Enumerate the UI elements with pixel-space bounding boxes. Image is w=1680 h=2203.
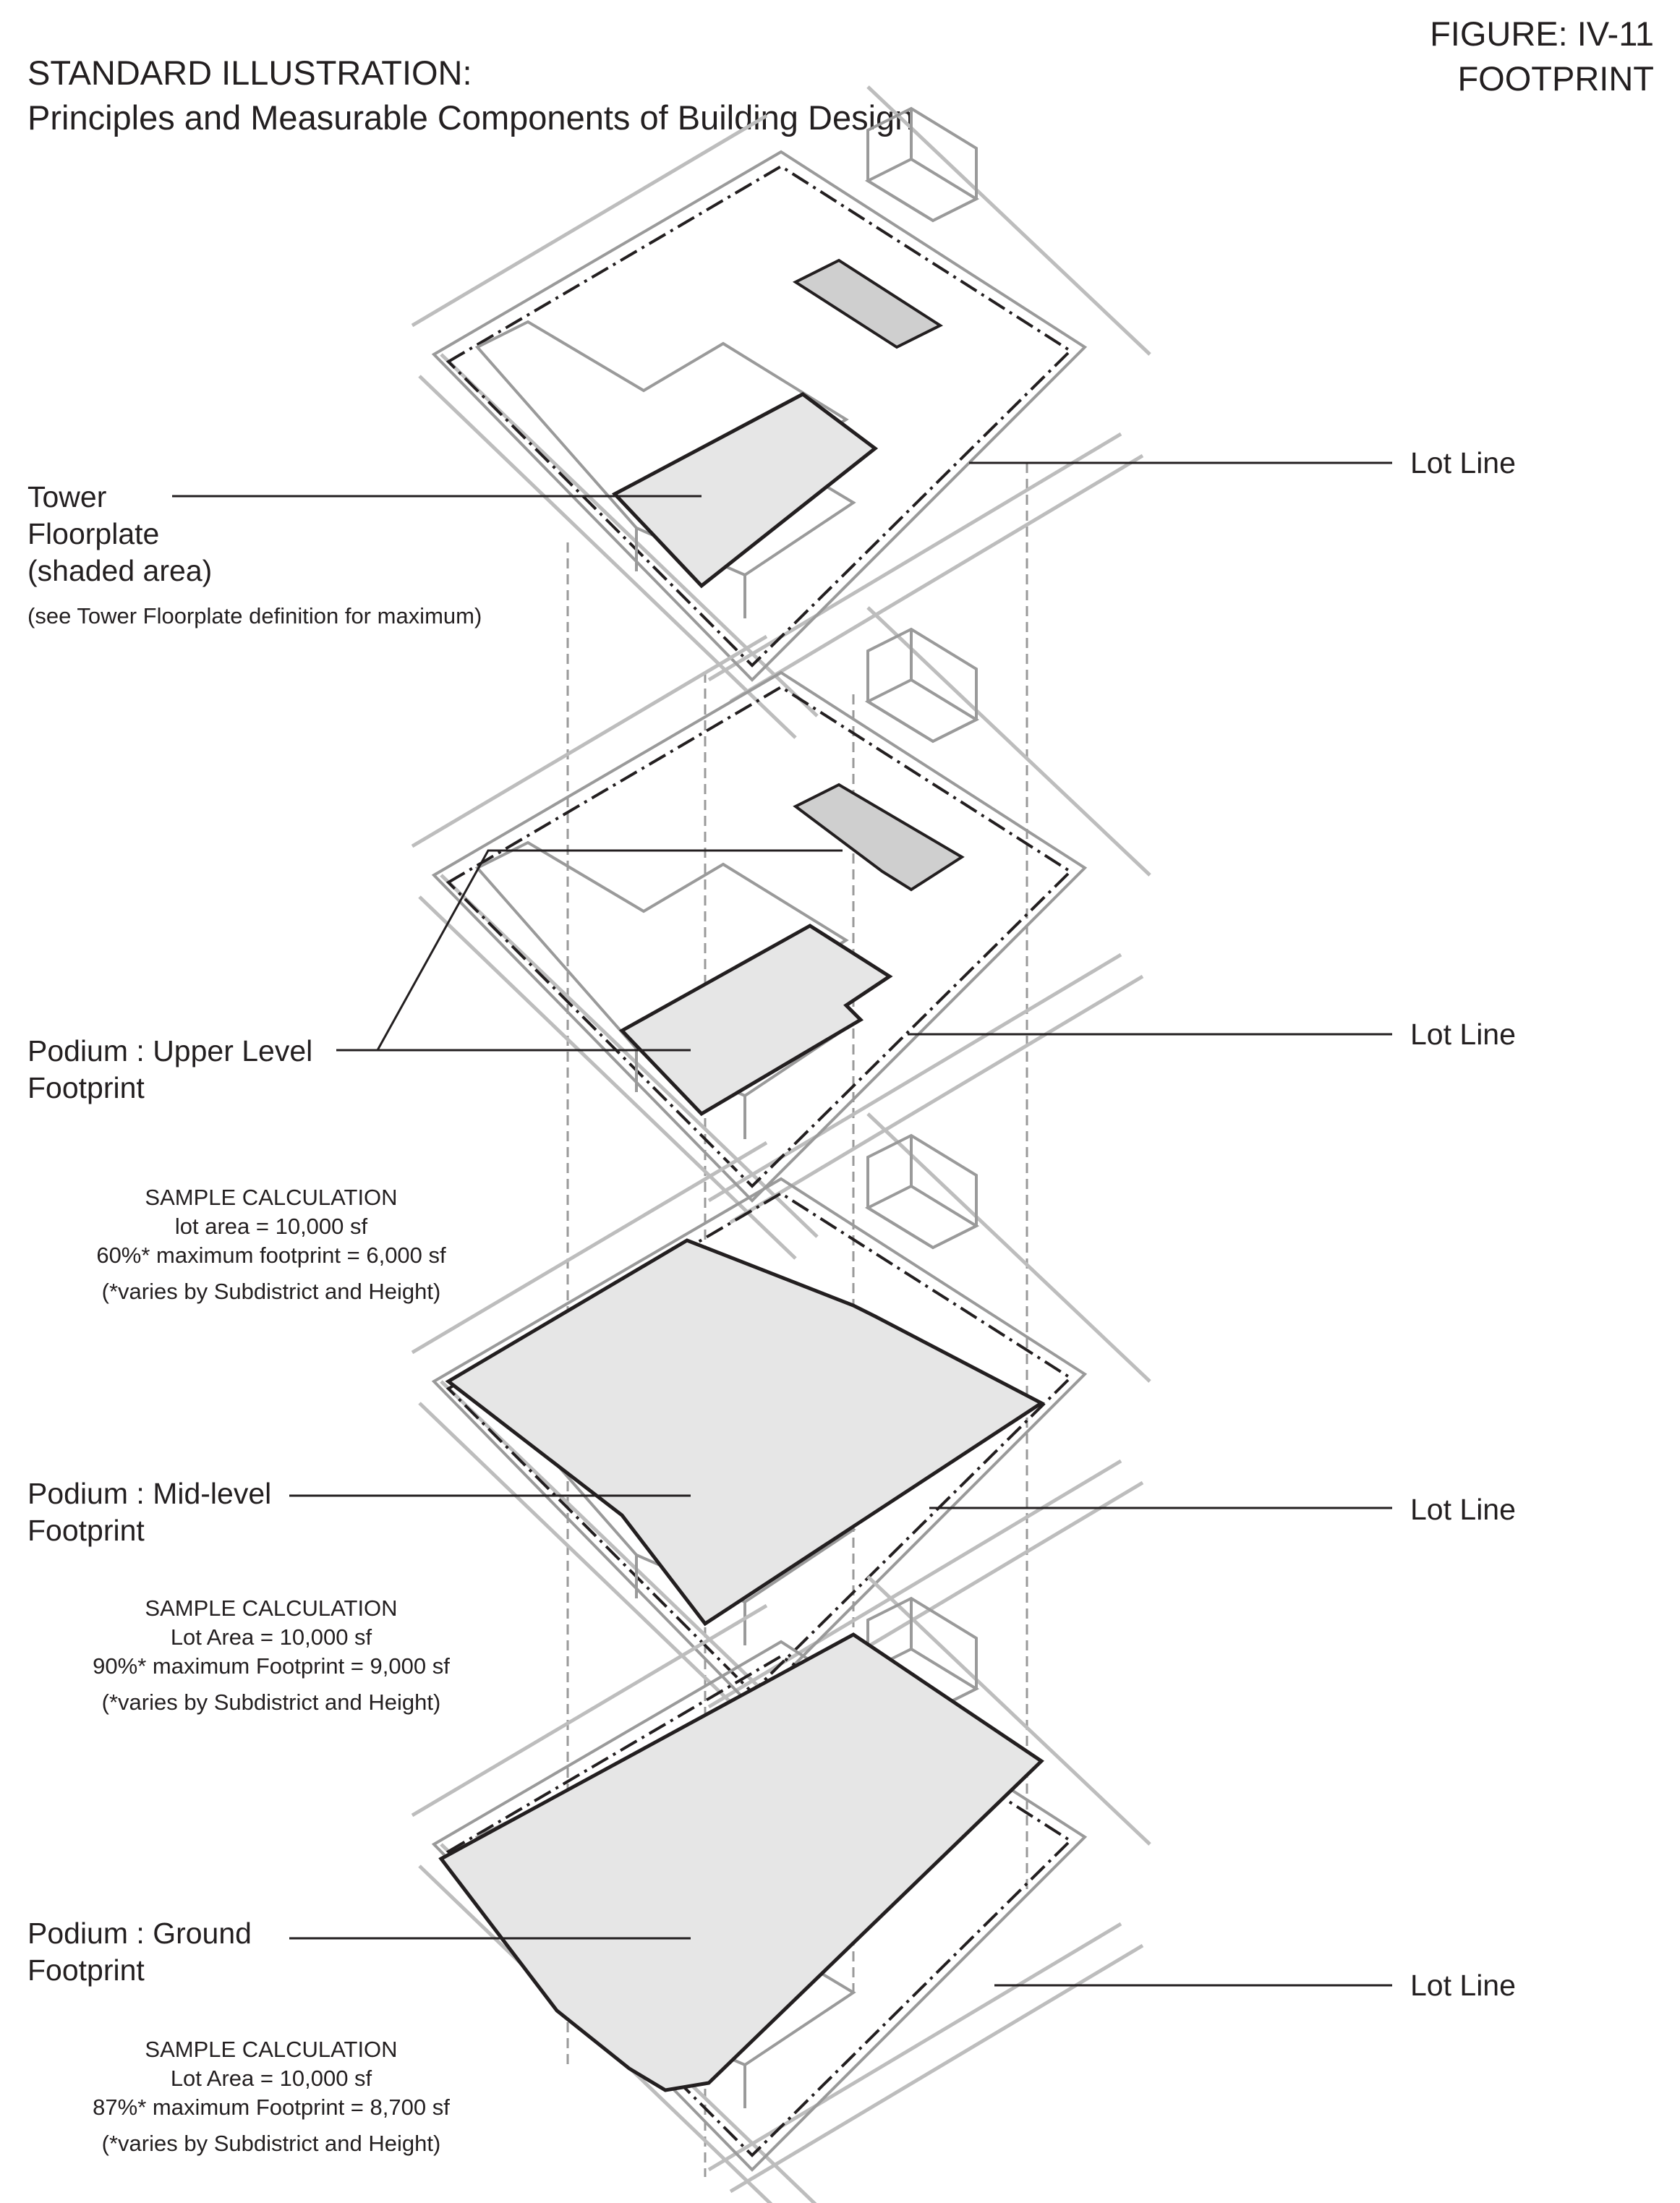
ground-footprint-label: Podium : Ground Footprint [27, 1915, 252, 1989]
mid-calc-max-footprint: 90%* maximum Footprint = 9,000 sf [93, 1653, 450, 1679]
upper-level-drawing [412, 608, 1150, 1258]
mid-sample-calculation: SAMPLE CALCULATION Lot Area = 10,000 sf … [18, 1594, 524, 1717]
ground-calc-lot-area: Lot Area = 10,000 sf [170, 2066, 372, 2091]
upper-label-line-1: Podium : Upper Level [27, 1034, 313, 1068]
upper-sample-calculation: SAMPLE CALCULATION lot area = 10,000 sf … [18, 1183, 524, 1306]
figure-name: FOOTPRINT [1457, 59, 1654, 98]
figure-block: FIGURE: IV-11 FOOTPRINT [1430, 12, 1654, 101]
mid-calc-lot-area: Lot Area = 10,000 sf [170, 1624, 372, 1650]
mid-level-drawing [412, 1114, 1150, 1765]
mid-calc-heading: SAMPLE CALCULATION [145, 1595, 398, 1621]
lot-line-label-tower: Lot Line [1410, 446, 1516, 480]
figure-number: FIGURE: IV-11 [1430, 14, 1654, 53]
ground-label-line-1: Podium : Ground [27, 1917, 252, 1950]
ground-sample-calculation: SAMPLE CALCULATION Lot Area = 10,000 sf … [18, 2035, 524, 2158]
mid-label-line-1: Podium : Mid-level [27, 1477, 272, 1510]
mid-calc-note: (*varies by Subdistrict and Height) [101, 1689, 441, 1715]
mid-level-footprint-label: Podium : Mid-level Footprint [27, 1475, 271, 1549]
tower-level-drawing [412, 87, 1150, 738]
upper-level-footprint-label: Podium : Upper Level Footprint [27, 1033, 312, 1107]
leader-lines [172, 461, 1392, 1987]
upper-calc-heading: SAMPLE CALCULATION [145, 1185, 398, 1210]
tower-label-line-1: Tower [27, 480, 107, 514]
lot-line-label-mid: Lot Line [1410, 1493, 1516, 1526]
ground-level-drawing [412, 1577, 1150, 2203]
tower-label-line-2: Floorplate [27, 517, 160, 550]
lot-line-label-upper: Lot Line [1410, 1018, 1516, 1051]
upper-calc-max-footprint: 60%* maximum footprint = 6,000 sf [96, 1243, 446, 1268]
ground-calc-max-footprint: 87%* maximum Footprint = 8,700 sf [93, 2095, 450, 2120]
ground-calc-heading: SAMPLE CALCULATION [145, 2037, 398, 2062]
tower-floorplate-label: Tower Floorplate (shaded area) [27, 479, 212, 589]
upper-calc-note: (*varies by Subdistrict and Height) [101, 1279, 441, 1304]
tower-floorplate-note: (see Tower Floorplate definition for max… [27, 603, 482, 628]
lot-line-label-ground: Lot Line [1410, 1969, 1516, 2002]
tower-label-line-3: (shaded area) [27, 554, 213, 587]
upper-label-line-2: Footprint [27, 1071, 145, 1104]
ground-calc-note: (*varies by Subdistrict and Height) [101, 2131, 441, 2156]
mid-label-line-2: Footprint [27, 1514, 145, 1547]
ground-label-line-2: Footprint [27, 1953, 145, 1987]
upper-calc-lot-area: lot area = 10,000 sf [174, 1214, 368, 1239]
title-line-1: STANDARD ILLUSTRATION: [27, 54, 472, 92]
